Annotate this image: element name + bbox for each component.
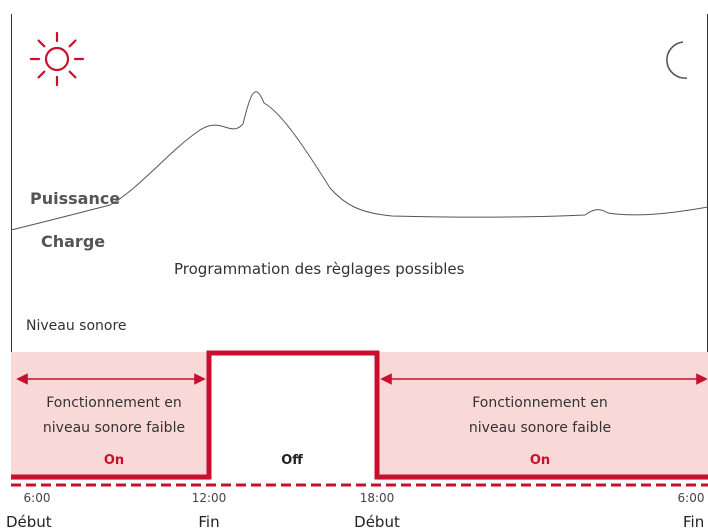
segment-left-line1: Fonctionnement en — [46, 395, 182, 411]
segment-right-state: On — [529, 453, 551, 468]
time-label: 12:00 — [191, 491, 227, 505]
low-noise-zone-right — [377, 352, 708, 480]
segment-left-line2: niveau sonore faible — [42, 420, 186, 436]
sun-icon — [29, 31, 85, 87]
puissance-label: Puissance — [30, 189, 121, 208]
edge-label: Début — [354, 513, 400, 531]
edge-label: Fin — [198, 513, 220, 531]
charge-label: Charge — [41, 232, 106, 251]
arrow-left-range — [16, 373, 206, 385]
niveau-sonore-label: Niveau sonore — [26, 318, 127, 334]
time-label: 6:00 — [677, 491, 705, 505]
time-label: 18:00 — [359, 491, 395, 505]
edge-label: Fin — [683, 513, 705, 531]
low-noise-zone-left — [11, 352, 209, 480]
time-label: 6:00 — [23, 491, 51, 505]
segment-right-line1: Fonctionnement en — [472, 395, 608, 411]
edge-label: Début — [6, 513, 52, 531]
segment-right-line2: niveau sonore faible — [468, 420, 612, 436]
schedule-step-line — [11, 350, 708, 480]
programmation-label: Programmation des règlages possibles — [174, 260, 465, 278]
segment-middle-state: Off — [281, 453, 303, 468]
moon-icon — [666, 41, 688, 79]
segment-left-state: On — [103, 453, 125, 468]
power-curve — [10, 91, 708, 231]
arrow-right-range — [380, 373, 708, 385]
